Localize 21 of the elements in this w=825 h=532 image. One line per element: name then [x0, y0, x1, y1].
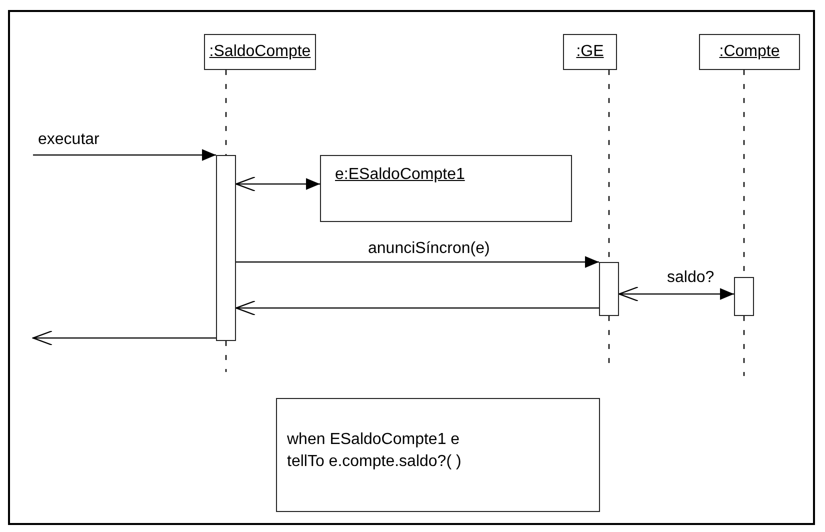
activation-bar: [599, 262, 619, 316]
note-box: [276, 398, 600, 512]
object-name: :GE: [576, 42, 604, 62]
message-arrow: [618, 286, 734, 302]
activation-bar: [734, 277, 754, 316]
object-box: [320, 155, 572, 222]
lifeline: [225, 70, 227, 155]
message-arrow: [32, 330, 216, 346]
message-arrow: [236, 256, 599, 268]
object-name: e:ESaldoCompte1: [335, 165, 465, 185]
message-arrow: [235, 300, 599, 316]
activation-bar: [216, 155, 236, 341]
edge-label: anunciSíncron(e): [368, 239, 490, 258]
message-arrow: [33, 149, 216, 161]
message-arrow: [235, 176, 320, 192]
object-name: :Compte: [719, 42, 780, 62]
note-text: when ESaldoCompte1 e tellTo e.compte.saldo?( ): [287, 430, 462, 472]
object-box: [699, 34, 800, 70]
object-name: :SaldoCompte: [209, 42, 311, 62]
object-box: [204, 34, 316, 70]
object-box: [563, 34, 617, 70]
